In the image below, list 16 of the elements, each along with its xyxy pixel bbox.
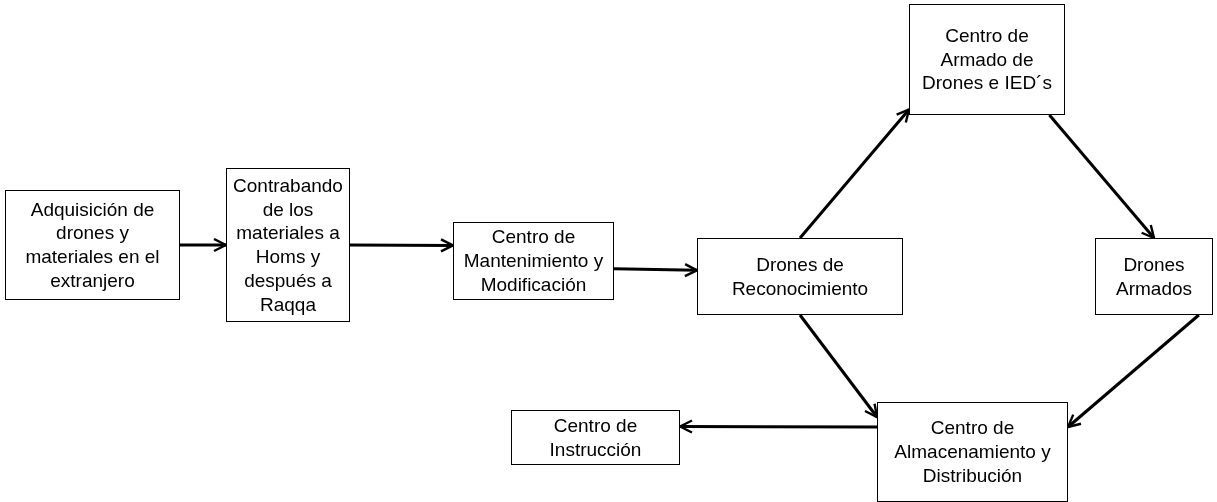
arrow <box>798 108 911 239</box>
arrow <box>1048 114 1156 240</box>
arrow <box>798 314 879 419</box>
arrow <box>613 262 699 278</box>
arrow <box>678 419 877 434</box>
process-box: Centro de Instrucción <box>511 410 680 465</box>
process-box: Drones Armados <box>1095 238 1213 315</box>
process-box: Centro de Armado de Drones e IED´s <box>909 4 1065 115</box>
process-box: Adquisición de drones y materiales en el extranjero <box>5 190 180 300</box>
arrow <box>180 237 228 253</box>
arrow <box>350 238 455 253</box>
arrow <box>1066 313 1200 429</box>
process-box: Contrabando de los materiales a Homs y después a Raqqa <box>226 168 350 322</box>
process-box: Drones de Reconocimiento <box>697 238 903 315</box>
process-box: Centro de Mantenimiento y Modificación <box>453 222 614 300</box>
process-box: Centro de Almacenamiento y Distribución <box>877 402 1068 502</box>
